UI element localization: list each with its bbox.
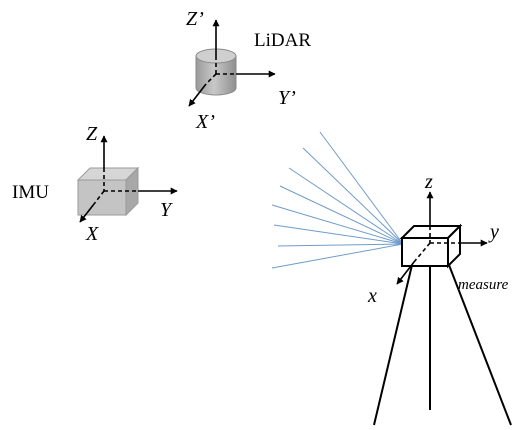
lidar-x-axis <box>188 83 207 107</box>
imu-y-label: Y <box>160 199 173 221</box>
measure-name-label: measure <box>458 277 509 293</box>
imu-frame: Z IMU Y X <box>12 123 178 245</box>
measure-x-label: x <box>367 285 377 307</box>
lidar-frame: Z’ LiDAR Y’ X’ <box>186 8 311 133</box>
imu-x-axis <box>79 203 95 223</box>
measure-x-axis <box>396 261 415 285</box>
imu-cube <box>76 166 140 217</box>
measure-z-label: z <box>424 171 433 193</box>
imu-x-label: X <box>85 223 99 245</box>
lidar-z-label: Z’ <box>186 8 204 30</box>
measure-box <box>399 223 463 269</box>
lidar-y-label: Y’ <box>278 87 296 109</box>
measure-frame: z y x measure <box>271 131 512 426</box>
lidar-x-label: X’ <box>195 111 215 133</box>
tripod <box>373 264 512 426</box>
imu-z-label: Z <box>86 123 98 145</box>
imu-name-label: IMU <box>12 182 49 203</box>
measure-y-label: y <box>488 221 499 243</box>
lidar-name-label: LiDAR <box>254 30 311 51</box>
scan-beams <box>271 131 404 269</box>
